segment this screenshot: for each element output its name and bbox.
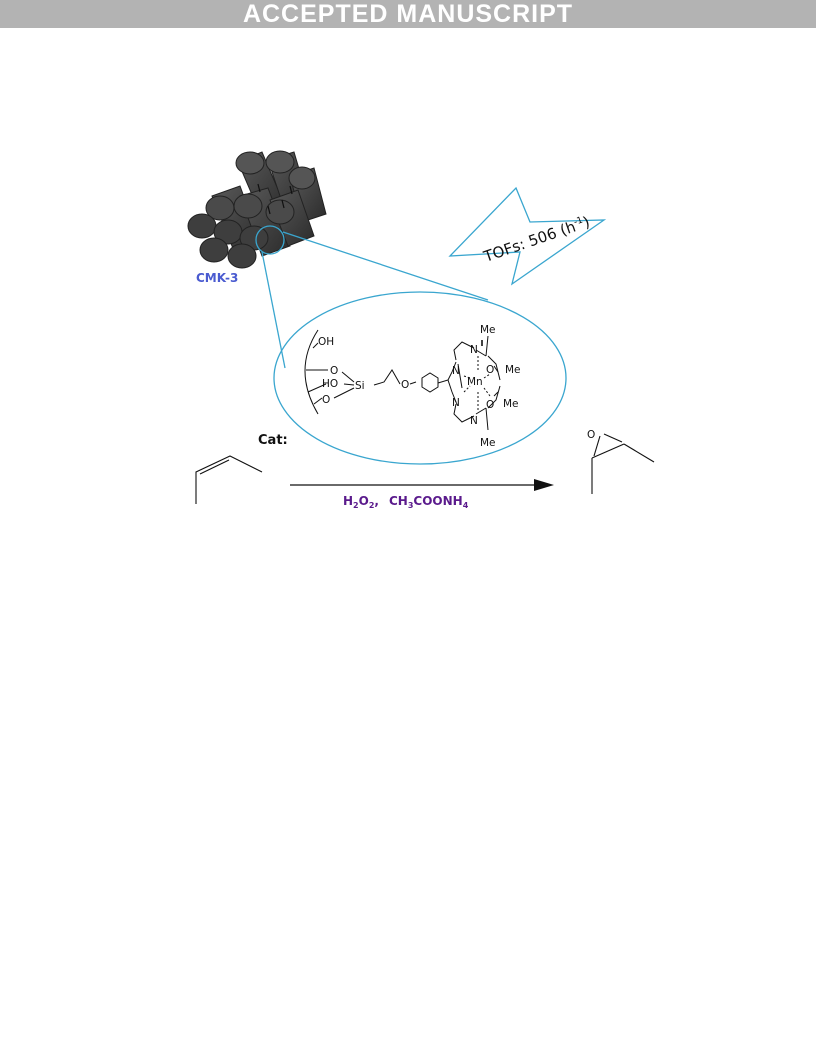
label-me-right-top: Me [505, 364, 521, 376]
reagents-text: H2O2,CH3COONH4 [343, 494, 469, 510]
catalyst-label: Cat: [258, 433, 288, 448]
label-n-bottom: N [470, 415, 478, 427]
label-o-bottom: O [322, 394, 330, 406]
alkene-reactant [195, 455, 263, 504]
zoom-callout [255, 225, 567, 465]
label-si: Si [355, 380, 365, 392]
label-mn: Mn [467, 376, 483, 388]
zoom-circle [255, 225, 285, 255]
label-o-right-top: O [486, 364, 494, 376]
label-n-left-top: N [452, 365, 460, 377]
label-o-top: O [330, 365, 338, 377]
epoxide-o-label: O [587, 429, 595, 441]
cmk3-rod-bundle [187, 150, 327, 269]
accepted-manuscript-banner: ACCEPTED MANUSCRIPT [0, 0, 816, 28]
reaction-arrow [290, 479, 554, 491]
catalyst-structure [304, 329, 501, 431]
label-n-left-bottom: N [452, 397, 460, 409]
label-n-top: N [470, 344, 478, 356]
label-o-right-bottom: O [486, 399, 494, 411]
structure-labels: OH O HO Si O O N N N N Mn Me O Me O Me M… [318, 324, 521, 449]
label-ether-o: O [401, 379, 409, 391]
epoxide-product [591, 433, 655, 494]
label-me-right-bottom: Me [503, 398, 519, 410]
zoom-ellipse [273, 291, 567, 465]
label-oh: OH [318, 336, 334, 348]
label-ho: HO [322, 378, 338, 390]
tof-badge: TOFs: 506 (h-1) [448, 186, 607, 286]
label-me-bottom: Me [480, 437, 496, 449]
label-me-top: Me [480, 324, 496, 336]
cmk3-label: CMK-3 [196, 271, 238, 285]
